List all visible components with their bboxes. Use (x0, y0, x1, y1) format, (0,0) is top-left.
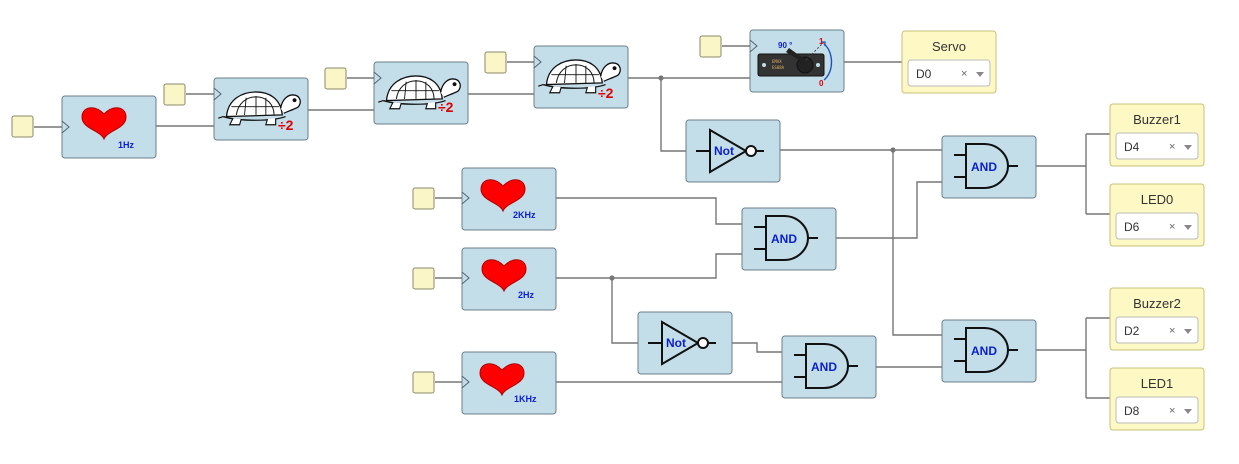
input-pin-clock-2hz[interactable] (412, 267, 435, 290)
pin-select-value: D6 (1124, 220, 1140, 234)
close-icon[interactable]: × (1169, 141, 1175, 153)
servo-block[interactable]: EMAX ES08A 90 ° 1 0 (749, 29, 845, 93)
and-gate-2[interactable]: AND (741, 207, 837, 271)
and-gate-3[interactable]: AND (781, 335, 877, 399)
divider-label: ÷2 (278, 117, 294, 133)
pin-select[interactable]: D4 × (1115, 132, 1199, 160)
pin-select-value: D4 (1124, 140, 1140, 154)
clock-frequency-label: 2KHz (513, 210, 536, 220)
output-name: Buzzer1 (1133, 112, 1181, 127)
output-block-buzzer1[interactable]: Buzzer1 D4 × (1109, 103, 1205, 167)
and-gate-label: AND (771, 232, 797, 246)
divider-block-1[interactable]: ÷2 (213, 77, 309, 141)
input-pin-clock-1khz[interactable] (412, 371, 435, 394)
pin-select[interactable]: D2 × (1115, 316, 1199, 344)
output-name: Servo (932, 39, 966, 54)
output-name: LED0 (1141, 192, 1174, 207)
chevron-down-icon[interactable] (1184, 145, 1192, 150)
chevron-down-icon[interactable] (976, 72, 984, 77)
pin-select-value: D8 (1124, 404, 1140, 418)
and-gate-4[interactable]: AND (941, 319, 1037, 383)
close-icon[interactable]: × (1169, 221, 1175, 233)
close-icon[interactable]: × (1169, 405, 1175, 417)
pin-select-value: D2 (1124, 324, 1140, 338)
chevron-down-icon[interactable] (1184, 409, 1192, 414)
wires (34, 45, 1110, 399)
output-block-led1[interactable]: LED1 D8 × (1109, 367, 1205, 431)
close-icon[interactable]: × (1169, 325, 1175, 337)
servo-high-label: 1 (819, 37, 824, 46)
chevron-down-icon[interactable] (1184, 225, 1192, 230)
and-gate-label: AND (971, 344, 997, 358)
input-pin-divider-2[interactable] (324, 67, 347, 90)
close-icon[interactable]: × (961, 68, 967, 80)
not-gate-label: Not (666, 336, 686, 350)
servo-angle-label: 90 ° (778, 41, 792, 50)
servo-brand-label: ES08A (772, 65, 785, 70)
pin-select-value: D0 (916, 67, 932, 81)
and-gate-label: AND (811, 360, 837, 374)
clock-block-2khz[interactable]: 2KHz (461, 167, 557, 231)
clock-block-2hz[interactable]: 2Hz (461, 247, 557, 311)
input-pin-clock-1hz[interactable] (11, 115, 34, 138)
chevron-down-icon[interactable] (1184, 329, 1192, 334)
not-gate-label: Not (714, 144, 734, 158)
divider-block-2[interactable]: ÷2 (373, 61, 469, 125)
pin-select[interactable]: D0 × (907, 59, 991, 87)
input-pin-servo[interactable] (699, 35, 722, 58)
input-pin-clock-2khz[interactable] (412, 187, 435, 210)
divider-block-3[interactable]: ÷2 (533, 45, 629, 109)
not-gate-1[interactable]: Not (685, 119, 781, 183)
clock-frequency-label: 2Hz (518, 290, 535, 300)
input-pin-divider-1[interactable] (163, 83, 186, 106)
output-block-led0[interactable]: LED0 D6 × (1109, 183, 1205, 247)
and-gate-label: AND (971, 160, 997, 174)
not-gate-2[interactable]: Not (637, 311, 733, 375)
output-name: LED1 (1141, 376, 1174, 391)
divider-label: ÷2 (598, 85, 614, 101)
and-gate-1[interactable]: AND (941, 135, 1037, 199)
divider-label: ÷2 (438, 99, 454, 115)
clock-block-1khz[interactable]: 1KHz (461, 351, 557, 415)
output-block-buzzer2[interactable]: Buzzer2 D2 × (1109, 287, 1205, 351)
servo-brand-label: EMAX (772, 59, 782, 64)
input-pins[interactable] (11, 35, 722, 394)
clock-frequency-label: 1KHz (514, 394, 537, 404)
clock-block-1hz[interactable]: 1Hz (61, 95, 157, 159)
output-name: Buzzer2 (1133, 296, 1181, 311)
output-block-servo[interactable]: Servo D0 × (901, 30, 997, 94)
clock-frequency-label: 1Hz (118, 140, 135, 150)
servo-low-label: 0 (819, 79, 824, 88)
input-pin-divider-3[interactable] (484, 51, 507, 74)
pin-select[interactable]: D8 × (1115, 396, 1199, 424)
servo-icon: EMAX ES08A (757, 41, 833, 81)
pin-select[interactable]: D6 × (1115, 212, 1199, 240)
